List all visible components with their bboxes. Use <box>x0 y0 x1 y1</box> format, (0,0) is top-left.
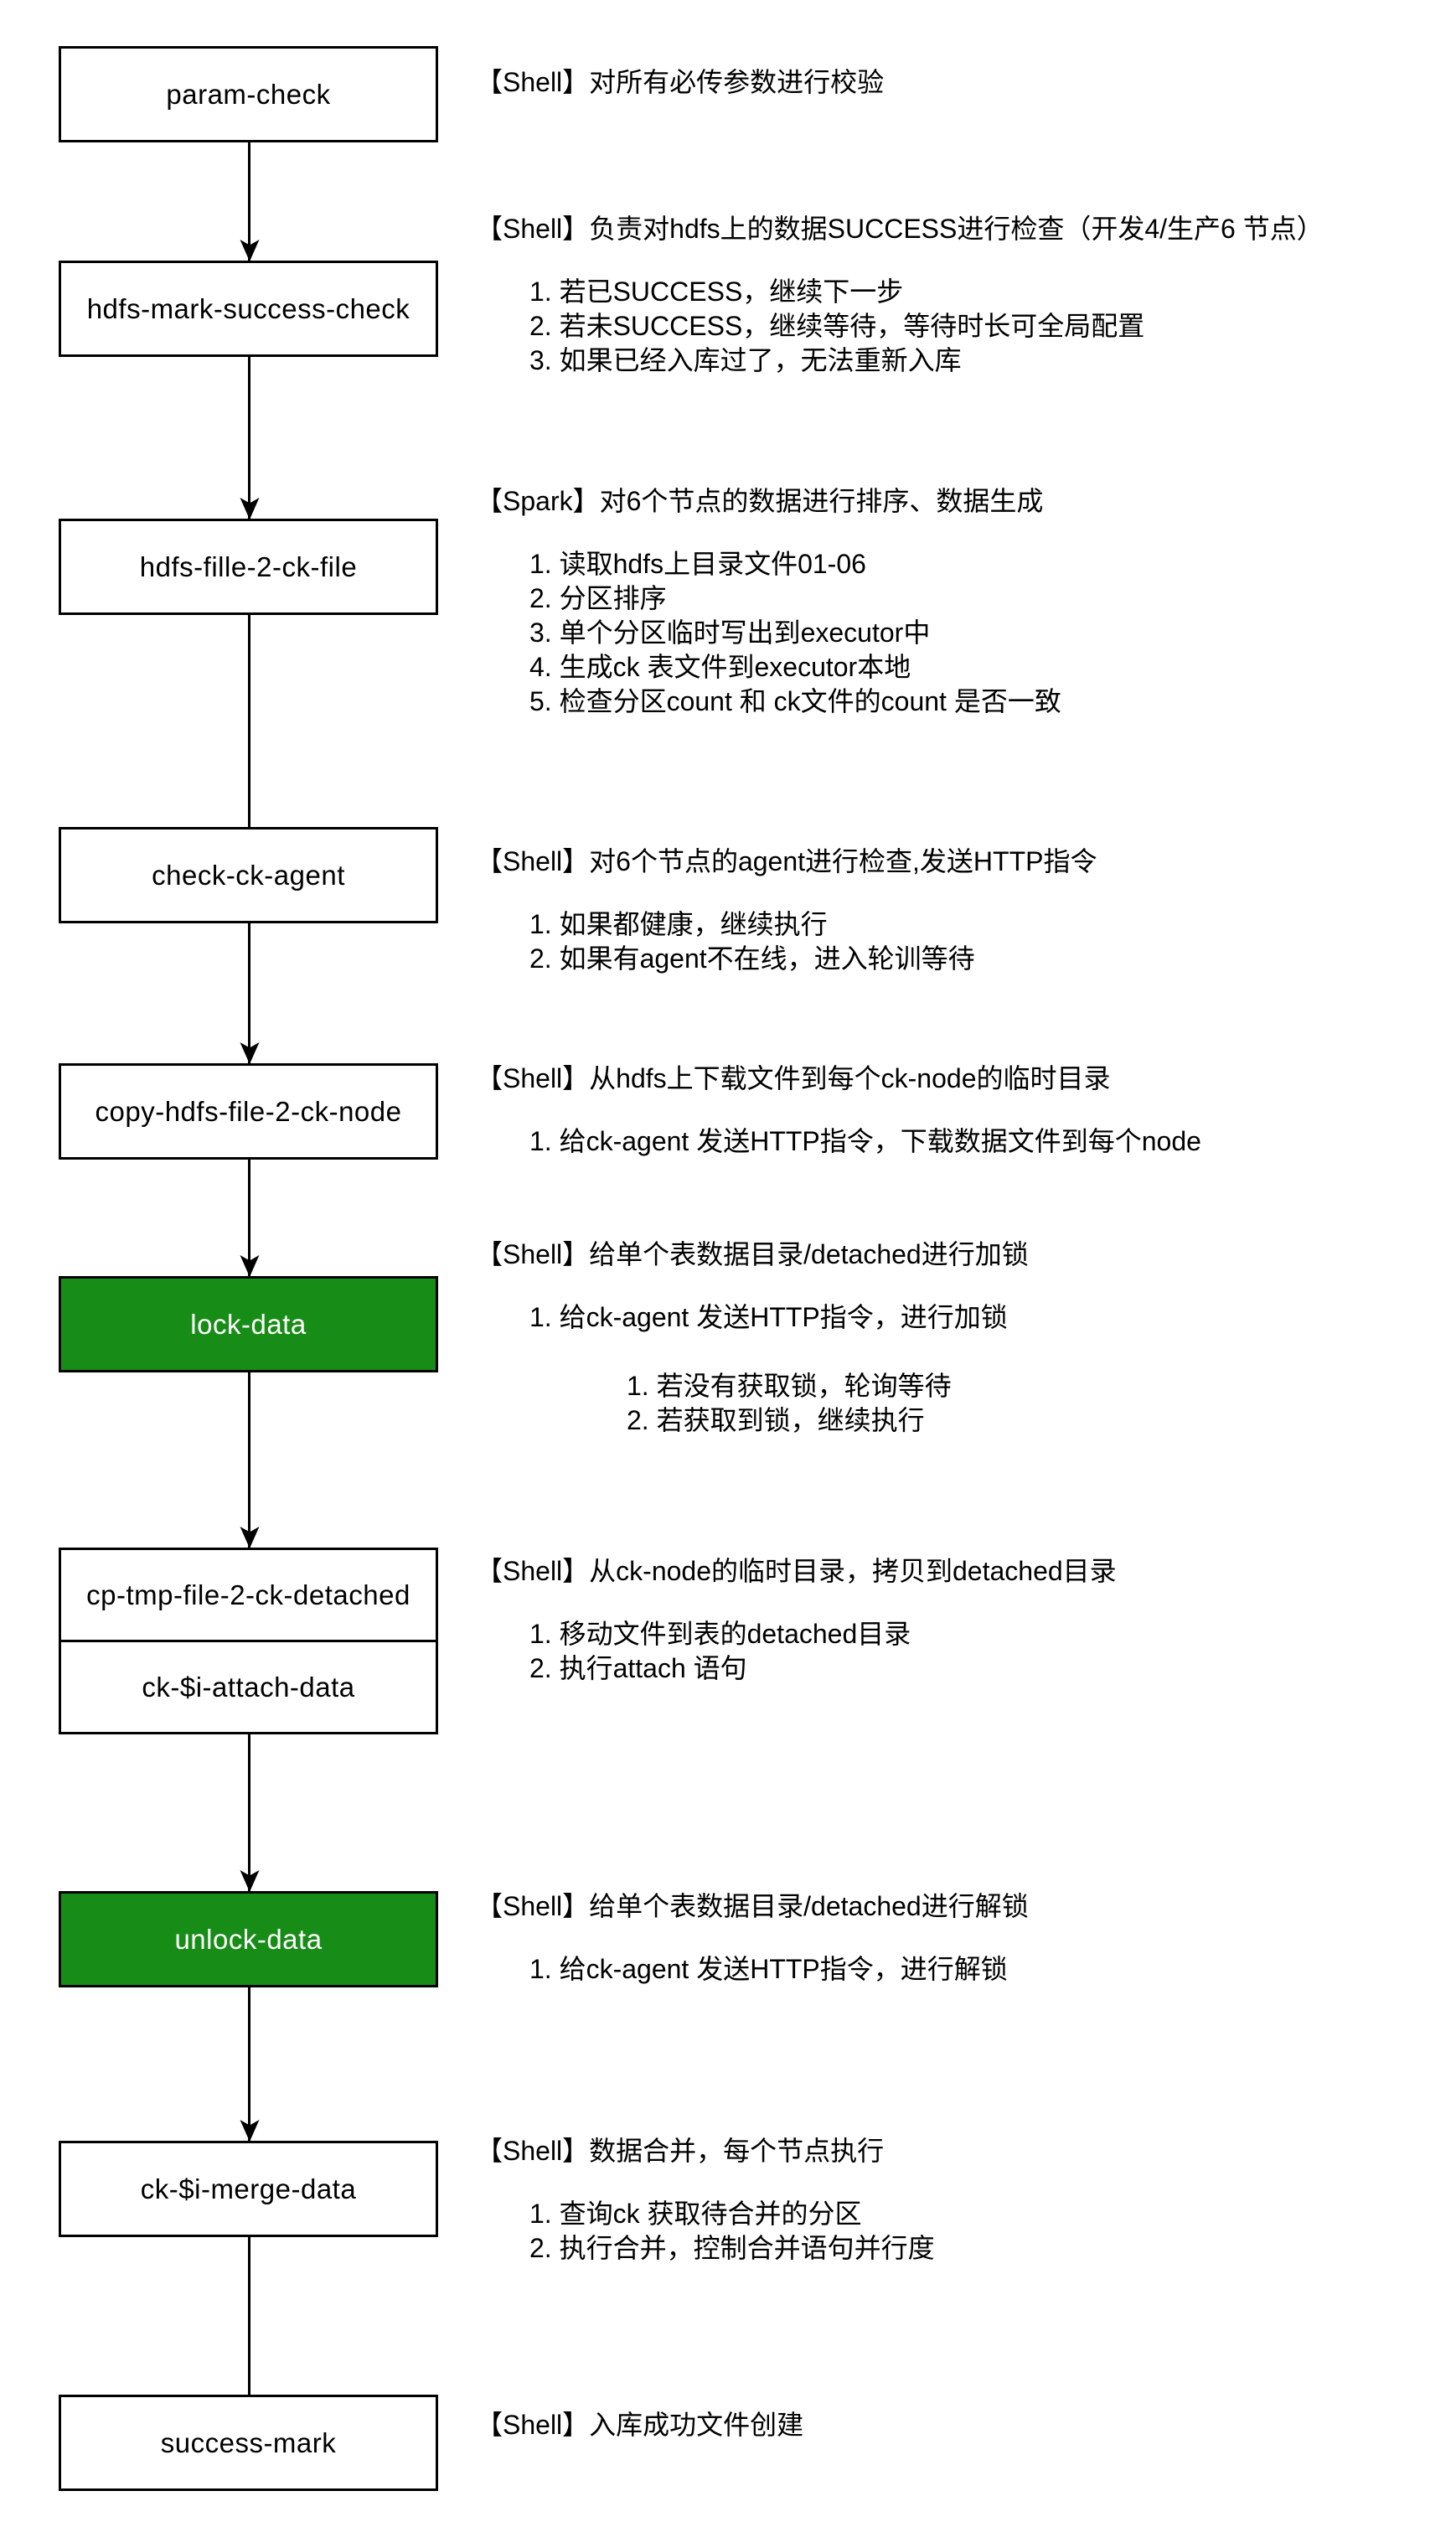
flow-node-copy-hdfs-file-2-ck-node: copy-hdfs-file-2-ck-node <box>59 1063 438 1160</box>
list-item: 4. 生成ck 表文件到executor本地 <box>529 652 911 682</box>
desc-param-check: 【Shell】对所有必传参数进行校验 <box>476 65 884 100</box>
section-header: 【Spark】对6个节点的数据进行排序、数据生成 <box>476 486 1044 516</box>
flow-node-label: ck-$i-attach-data <box>142 1671 355 1703</box>
flow-node-group-cp-attach: cp-tmp-file-2-ck-detached ck-$i-attach-d… <box>59 1548 438 1734</box>
flow-node-label: hdfs-fille-2-ck-file <box>139 550 358 582</box>
sub-list-item: 1. 若没有获取锁，轮询等待 <box>627 1371 952 1401</box>
arrowhead-down-icon <box>240 240 259 261</box>
flow-node-cp-tmp-file-2-ck-detached: cp-tmp-file-2-ck-detached <box>61 1550 436 1642</box>
section-header: 【Shell】负责对hdfs上的数据SUCCESS进行检查（开发4/生产6 节点… <box>476 214 1324 244</box>
flow-node-lock-data: lock-data <box>59 1276 438 1372</box>
desc-hdfs-mark-success-check: 【Shell】负责对hdfs上的数据SUCCESS进行检查（开发4/生产6 节点… <box>476 212 1324 378</box>
edge-hdfs-fille-to-check-ck-agent <box>248 615 250 827</box>
list-item: 5. 检查分区count 和 ck文件的count 是否一致 <box>529 686 1061 716</box>
arrowhead-down-icon <box>240 1042 259 1064</box>
list-item: 2. 若未SUCCESS，继续等待，等待时长可全局配置 <box>529 311 1145 341</box>
flow-node-label: hdfs-mark-success-check <box>86 292 410 324</box>
flow-node-label: lock-data <box>190 1308 307 1340</box>
list-item: 1. 读取hdfs上目录文件01-06 <box>529 549 866 579</box>
section-header: 【Shell】入库成功文件创建 <box>476 2410 804 2440</box>
list-item: 1. 移动文件到表的detached目录 <box>529 1619 911 1649</box>
edge-merge-data-to-success-mark <box>248 2237 250 2395</box>
flow-node-ck-i-attach-data: ck-$i-attach-data <box>61 1642 436 1732</box>
flow-node-label: unlock-data <box>174 1923 323 1955</box>
list-item: 2. 执行attach 语句 <box>529 1653 747 1683</box>
section-header: 【Shell】对所有必传参数进行校验 <box>476 67 885 97</box>
edge-hdfs-mark-to-hdfs-fille <box>240 357 259 519</box>
flow-node-label: param-check <box>166 78 331 110</box>
flow-node-unlock-data: unlock-data <box>59 1891 438 1987</box>
desc-unlock-data: 【Shell】给单个表数据目录/detached进行解锁 1. 给ck-agen… <box>476 1889 1029 1987</box>
list-item: 2. 分区排序 <box>529 583 667 613</box>
edge-check-ck-agent-to-copy-hdfs <box>240 923 259 1064</box>
list-item: 2. 执行合并，控制合并语句并行度 <box>529 2233 935 2263</box>
flow-node-hdfs-mark-success-check: hdfs-mark-success-check <box>59 261 438 357</box>
list-item: 3. 如果已经入库过了，无法重新入库 <box>529 345 962 375</box>
flow-node-success-mark: success-mark <box>59 2395 438 2491</box>
section-header: 【Shell】从ck-node的临时目录，拷贝到detached目录 <box>476 1556 1117 1586</box>
edge-lock-data-to-cp-tmp <box>240 1372 259 1548</box>
flow-node-label: ck-$i-merge-data <box>140 2173 357 2204</box>
flow-node-label: check-ck-agent <box>152 859 345 891</box>
section-header: 【Shell】从hdfs上下载文件到每个ck-node的临时目录 <box>476 1063 1111 1093</box>
flow-node-check-ck-agent: check-ck-agent <box>59 827 438 923</box>
list-item: 1. 查询ck 获取待合并的分区 <box>529 2199 862 2229</box>
flow-node-label: copy-hdfs-file-2-ck-node <box>95 1095 402 1127</box>
sub-list-item: 2. 若获取到锁，继续执行 <box>627 1405 925 1435</box>
list-item: 1. 给ck-agent 发送HTTP指令，进行解锁 <box>529 1954 1008 1984</box>
flow-node-ck-i-merge-data: ck-$i-merge-data <box>59 2141 438 2237</box>
list-item: 2. 如果有agent不在线，进入轮训等待 <box>529 943 975 974</box>
desc-lock-data: 【Shell】给单个表数据目录/detached进行加锁 1. 给ck-agen… <box>476 1238 1029 1438</box>
section-header: 【Shell】对6个节点的agent进行检查,发送HTTP指令 <box>476 846 1097 876</box>
arrowhead-down-icon <box>240 2120 259 2142</box>
arrowhead-down-icon <box>240 1527 259 1548</box>
list-item: 1. 给ck-agent 发送HTTP指令，进行加锁 <box>529 1302 1008 1332</box>
section-header: 【Shell】给单个表数据目录/detached进行加锁 <box>476 1239 1029 1269</box>
desc-hdfs-fille-2-ck-file: 【Spark】对6个节点的数据进行排序、数据生成 1. 读取hdfs上目录文件0… <box>476 484 1061 719</box>
list-item: 3. 单个分区临时写出到executor中 <box>529 618 931 648</box>
desc-check-ck-agent: 【Shell】对6个节点的agent进行检查,发送HTTP指令 1. 如果都健康… <box>476 845 1097 976</box>
desc-cp-tmp-file-2-ck-detached: 【Shell】从ck-node的临时目录，拷贝到detached目录 1. 移动… <box>476 1554 1117 1686</box>
arrowhead-down-icon <box>240 498 259 519</box>
arrowhead-down-icon <box>240 1255 259 1277</box>
section-header: 【Shell】数据合并，每个节点执行 <box>476 2136 885 2166</box>
flow-node-param-check: param-check <box>59 46 438 142</box>
edge-attach-data-to-unlock-data <box>240 1734 259 1892</box>
list-item: 1. 给ck-agent 发送HTTP指令，下载数据文件到每个node <box>529 1126 1201 1156</box>
flow-node-hdfs-fille-2-ck-file: hdfs-fille-2-ck-file <box>59 519 438 615</box>
desc-ck-i-merge-data: 【Shell】数据合并，每个节点执行 1. 查询ck 获取待合并的分区 2. 执… <box>476 2134 935 2266</box>
flow-node-label: success-mark <box>160 2426 337 2458</box>
flow-node-label: cp-tmp-file-2-ck-detached <box>86 1579 410 1610</box>
arrowhead-down-icon <box>240 1870 259 1892</box>
section-header: 【Shell】给单个表数据目录/detached进行解锁 <box>476 1891 1029 1921</box>
list-item: 1. 若已SUCCESS，继续下一步 <box>529 276 904 307</box>
list-item: 1. 如果都健康，继续执行 <box>529 909 828 939</box>
edge-unlock-data-to-merge-data <box>240 1987 259 2142</box>
desc-success-mark: 【Shell】入库成功文件创建 <box>476 2408 803 2442</box>
desc-copy-hdfs-file-2-ck-node: 【Shell】从hdfs上下载文件到每个ck-node的临时目录 1. 给ck-… <box>476 1062 1201 1159</box>
edge-copy-hdfs-to-lock-data <box>240 1160 259 1277</box>
edge-param-check-to-hdfs-mark <box>240 142 259 261</box>
